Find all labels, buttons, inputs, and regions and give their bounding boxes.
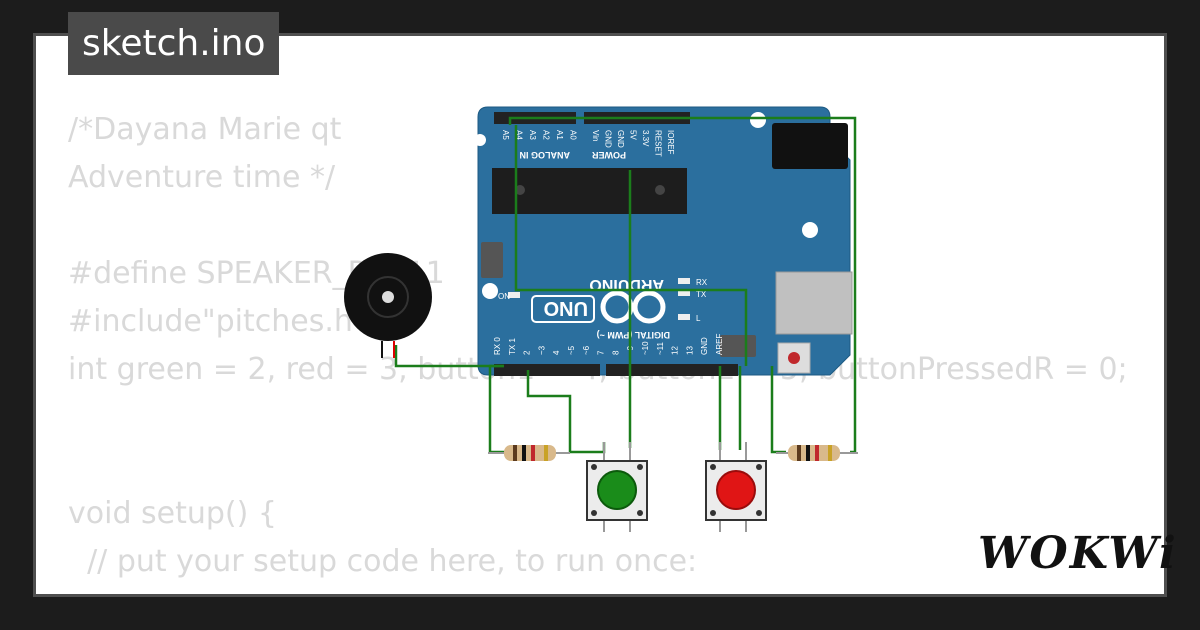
pin-label: 7 (597, 350, 606, 355)
model-text: UNO (544, 297, 588, 319)
code-line: // put your setup code here, to run once… (68, 544, 698, 579)
board-led (508, 292, 520, 298)
pin-label: RX 0 (493, 337, 502, 355)
pin-label: A5 (501, 130, 510, 140)
pin-label: 5V (629, 130, 638, 140)
pin-label: GND (700, 337, 709, 355)
pin-label: 13 (685, 346, 694, 355)
led-label: ON (498, 292, 510, 301)
filename-tab: sketch.ino (68, 12, 280, 75)
mounting-hole (474, 134, 486, 146)
led-label: RX (696, 278, 708, 287)
board-led (678, 314, 690, 320)
wire-button1 (526, 370, 606, 454)
pin-label: ~11 (656, 341, 665, 355)
pin-label: Vin (591, 130, 600, 141)
mounting-hole (482, 283, 498, 299)
pin-label: RESET (654, 130, 663, 157)
pin-label: TX 1 (508, 338, 517, 355)
power-header-label: POWER (591, 150, 626, 160)
led-label: L (696, 314, 701, 323)
pin-label: ~10 (641, 341, 650, 355)
code-line: #include"pitches.h" (68, 304, 367, 339)
pin-label: 12 (671, 346, 680, 355)
mounting-hole (750, 112, 766, 128)
power-jack (772, 123, 848, 169)
pin-label: A1 (555, 130, 564, 140)
pin-label: 8 (611, 350, 620, 355)
resistor-red (776, 445, 858, 461)
pin-label: 2 (523, 350, 532, 355)
digital-header-label: DIGITAL (PWM ~) (597, 330, 670, 340)
pin-label: ~5 (567, 345, 576, 355)
pin-label: A4 (515, 130, 524, 140)
code-line: void setup() { (68, 496, 277, 531)
code-line: Adventure time */ (68, 160, 336, 195)
icsp-header (481, 242, 503, 278)
wokwi-logo: WOKWi (978, 528, 1178, 579)
icsp-header-2 (720, 335, 756, 357)
pin-label: A3 (528, 130, 537, 140)
pin-label: GND (616, 130, 625, 148)
board-led (678, 278, 690, 284)
pushbutton-green[interactable] (586, 442, 648, 532)
led-label: TX (696, 290, 707, 299)
pin-label: IOREF (666, 130, 675, 155)
buzzer (344, 253, 432, 358)
pin-label: AREF (715, 334, 724, 355)
board-led (678, 290, 690, 296)
pin-label: 4 (552, 350, 561, 355)
wire-resistor-2 (770, 366, 786, 454)
code-line: pinMode(button1, INPUT); (68, 586, 1128, 594)
resistor-green (488, 445, 570, 461)
pushbutton-red[interactable] (705, 442, 767, 532)
digital-header-low (494, 364, 600, 376)
usb-port (775, 271, 853, 335)
pin-label: A0 (569, 130, 578, 140)
digital-header-high (606, 364, 738, 376)
analog-header-label: ANALOG IN (520, 150, 571, 160)
pin-label: A2 (542, 130, 551, 140)
wire-green-led (488, 364, 505, 454)
pin-label: ~6 (582, 345, 591, 355)
pin-label: 3.3V (641, 130, 650, 147)
code-line: /*Dayana Marie qt (68, 112, 342, 147)
pin-label: GND (604, 130, 613, 148)
wire-speaker (394, 345, 504, 368)
pin-label: ~3 (537, 345, 546, 355)
mounting-hole (802, 222, 818, 238)
